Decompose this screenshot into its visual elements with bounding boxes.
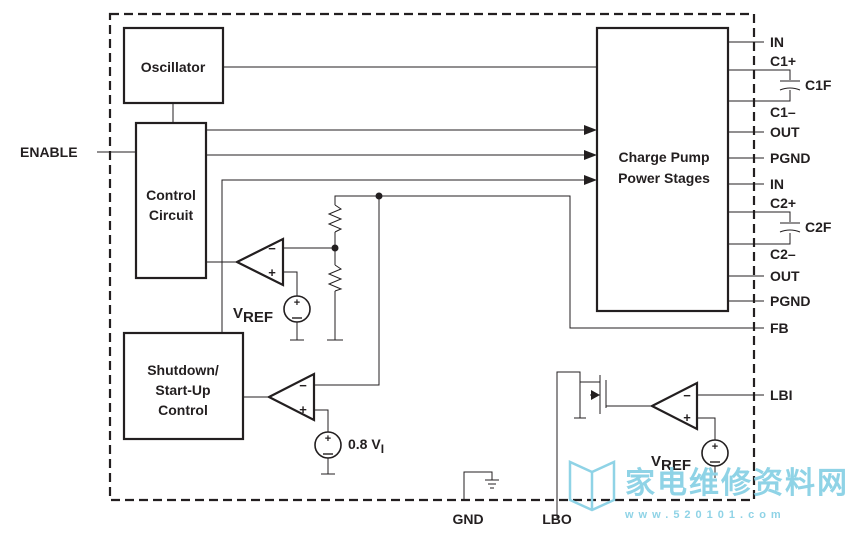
shutdown-label-1: Shutdown/ [147,362,219,378]
pin-fb: FB [770,320,789,336]
oscillator-block [122,26,225,105]
watermark: 家电维修资料网 www.520101.com [568,460,845,521]
arrowheads [584,125,600,400]
comparator-startup [266,372,316,422]
comparator-lbi [649,381,699,431]
capacitor-c2f [779,222,801,233]
pin-in-2: IN [770,176,784,192]
control-label-2: Circuit [149,207,194,223]
capacitor-c1f [779,80,801,91]
pin-c1-plus: C1+ [770,53,796,69]
comp2-plus: + [299,402,307,417]
pin-in-1: IN [770,34,784,50]
pin-lbo: LBO [542,511,572,527]
pin-c2f: C2F [805,219,832,235]
vref2-source: + [701,439,729,467]
pin-out-2: OUT [770,268,800,284]
book-icon [568,460,616,512]
shutdown-block [122,331,245,441]
watermark-url: www.520101.com [624,509,786,521]
comp3-minus: − [683,388,691,403]
comp1-plus: + [268,265,276,280]
watermark-chinese: 家电维修资料网 [625,467,845,500]
pin-pgnd-2: PGND [770,293,810,309]
charge-pump-label-2: Power Stages [618,170,710,186]
svg-text:+: + [712,441,718,453]
pin-c2-minus: C2– [770,246,796,262]
v08-source: + [314,431,342,459]
resistor-lower [327,264,343,292]
comp3-plus: + [683,410,691,425]
comparator-fb [234,237,285,287]
vref-source: + [283,295,311,323]
svg-text:+: + [294,297,300,309]
vref-label: VREF [233,305,273,326]
pin-c2-plus: C2+ [770,195,796,211]
chip-boundary [108,12,756,502]
vref2-label: VREF [651,453,691,474]
comp1-minus: − [268,241,276,256]
junction-dot [331,244,339,252]
pin-enable: ENABLE [20,144,78,160]
control-label-1: Control [146,187,196,203]
shutdown-label-2: Start-Up [155,382,210,398]
pin-c1f: C1F [805,77,832,93]
v08-label: 0.8 VI [348,436,384,456]
charge-pump-block [595,26,730,313]
shutdown-label-3: Control [158,402,208,418]
control-circuit-block [134,121,208,280]
pin-c1-minus: C1– [770,104,796,120]
svg-text:+: + [325,433,331,445]
resistor-upper [327,204,343,233]
pin-out-1: OUT [770,124,800,140]
oscillator-label: Oscillator [141,59,206,75]
pin-pgnd-1: PGND [770,150,810,166]
pin-lbi: LBI [770,387,793,403]
junction-dot [375,192,383,200]
pin-gnd: GND [452,511,483,527]
comp2-minus: − [299,378,307,393]
charge-pump-label-1: Charge Pump [618,149,709,165]
